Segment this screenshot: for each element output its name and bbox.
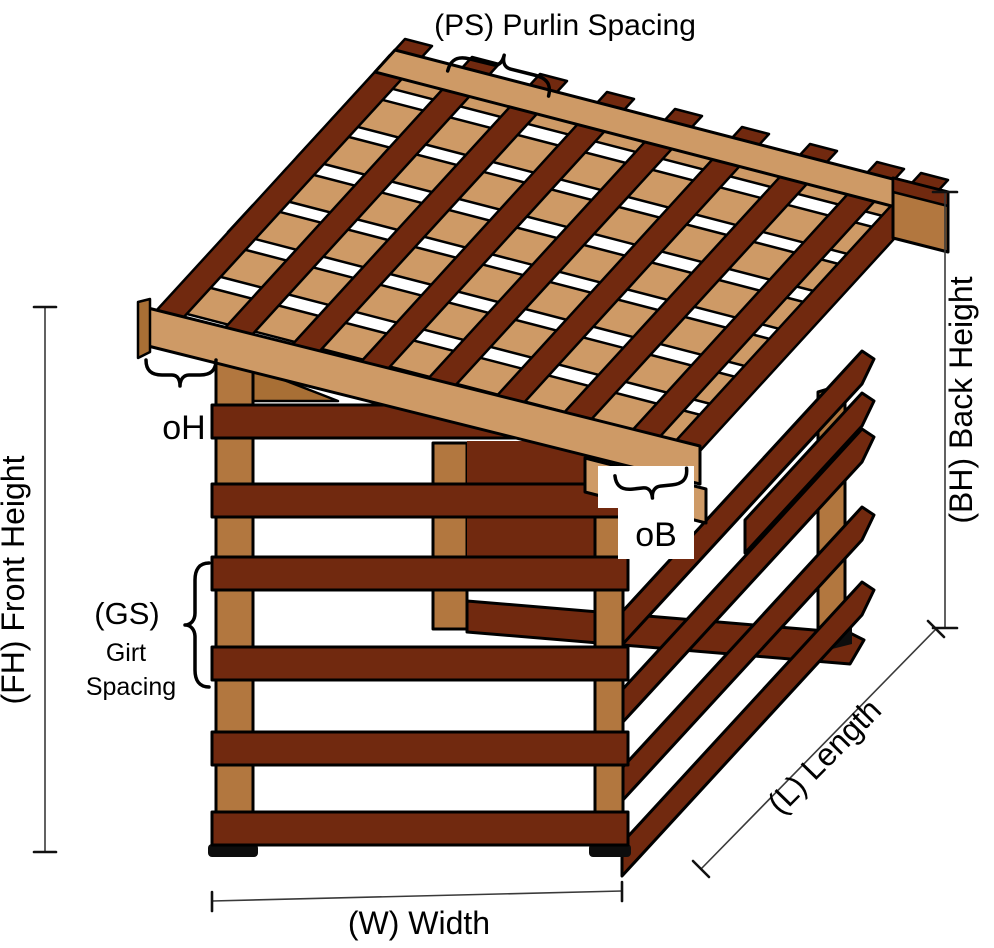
roof-corner-block-top [891, 176, 950, 208]
girt [210, 730, 630, 767]
width-label: (W) Width [348, 905, 490, 941]
back-overhang-label: oB [635, 516, 677, 554]
front-height-dimension: (FH) Front Height [0, 305, 58, 854]
front-wall [208, 360, 631, 857]
girt-spacing-word1: Girt [106, 639, 146, 667]
front-height-label: (FH) Front Height [0, 455, 31, 704]
width-dimension: (W) Width [210, 880, 624, 941]
interior-middle-post [431, 441, 469, 631]
purlin-spacing-label: (PS) Purlin Spacing [434, 9, 696, 42]
fascia-end-cap [136, 297, 152, 360]
girt [210, 482, 630, 519]
back-height-dimension: (BH) Back Height [931, 190, 979, 630]
front-girts [210, 403, 630, 847]
annotations: (PS) Purlin Spacing oH oB (GS) Girt Spac… [0, 9, 979, 941]
girt-spacing-word2: Spacing [86, 673, 176, 701]
girt [210, 555, 630, 592]
left-post-footing [208, 844, 258, 857]
length-label: (L) Length [760, 692, 888, 821]
roof-purlins [143, 37, 950, 466]
purlin-spacing-brace [445, 53, 552, 98]
back-overhang-label-box [618, 505, 694, 559]
back-overhang-brace [613, 466, 689, 500]
girt [210, 810, 630, 847]
roof [136, 37, 950, 525]
front-overhang-label: oH [162, 409, 205, 447]
back-height-label: (BH) Back Height [943, 276, 979, 523]
girt-spacing-abbr: (GS) [94, 596, 159, 631]
girt [210, 645, 630, 682]
right-post-footing [589, 844, 631, 857]
back-girt [743, 391, 876, 555]
front-left-post [214, 360, 255, 853]
back-girt [620, 580, 876, 878]
back-wall-girts [620, 349, 876, 878]
front-overhang-brace [144, 358, 218, 388]
girt-spacing-brace [183, 561, 211, 689]
